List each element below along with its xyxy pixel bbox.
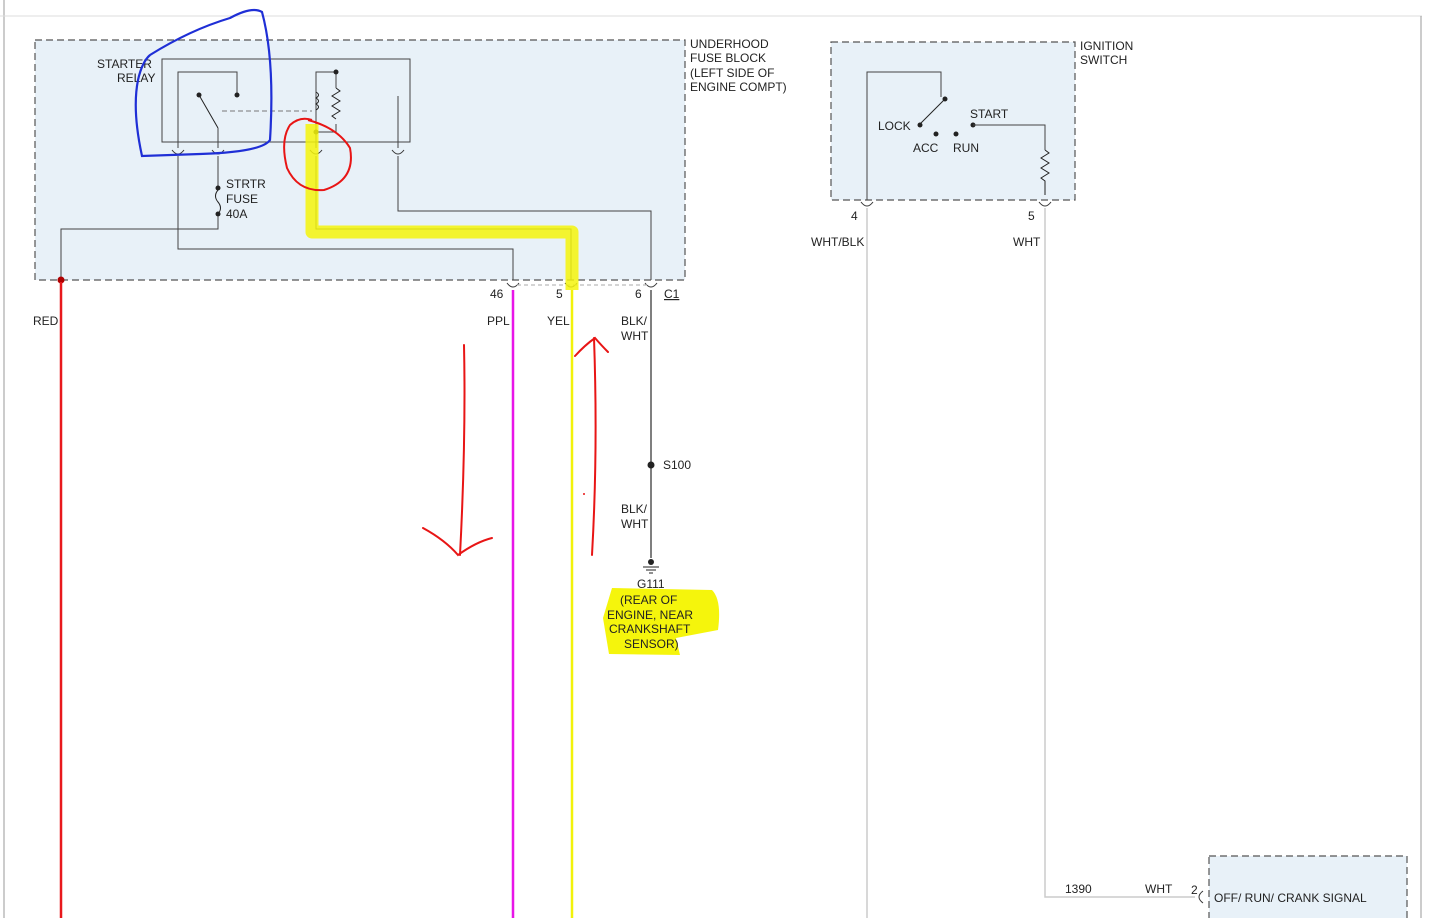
fuse-label-2: FUSE — [226, 192, 258, 206]
red-dot-annotation — [583, 493, 585, 495]
ignition-switch-title-2: SWITCH — [1080, 53, 1127, 67]
pin-46-label: 46 — [490, 287, 504, 301]
fuse-block-title-2: FUSE BLOCK — [690, 51, 766, 65]
starter-fuse — [60, 156, 221, 280]
position-run-label: RUN — [953, 141, 979, 155]
pin-6-label: 6 — [635, 287, 642, 301]
internal-wire-ppl — [177, 156, 514, 280]
splice-s100-dot — [647, 461, 655, 469]
pin-46-terminal — [506, 282, 520, 288]
ignition-switch-box — [830, 41, 1076, 201]
position-acc-label: ACC — [913, 141, 939, 155]
yel-wire-label: YEL — [547, 314, 570, 328]
splice-s100-label: S100 — [663, 458, 691, 472]
wht-wire — [1044, 208, 1195, 898]
off-run-crank-box — [1208, 855, 1408, 918]
off-run-pin-label: 2 — [1191, 883, 1198, 897]
ign-pin-4-terminal — [860, 201, 874, 207]
ignition-switch-title-1: IGNITION — [1080, 39, 1133, 53]
starter-relay-label-2: RELAY — [117, 71, 155, 85]
circuit-1390-label: 1390 — [1065, 882, 1092, 896]
starter-relay-outline — [161, 58, 411, 143]
ign-pin-4-label: 4 — [851, 209, 858, 223]
position-lock-label: LOCK — [878, 119, 911, 133]
red-arrow-down-annotation — [422, 344, 493, 557]
red-wire-label: RED — [33, 314, 59, 328]
ground-location-3: CRANKSHAFT — [609, 622, 691, 636]
blk-wht-label-1b: WHT — [621, 329, 649, 343]
ppl-wire-label: PPL — [487, 314, 510, 328]
fuse-label-3: 40A — [226, 207, 247, 221]
connector-c1-label: C1 — [664, 287, 680, 301]
internal-wire-blk-wht — [397, 156, 652, 280]
starter-relay-label-1: STARTER — [97, 57, 152, 71]
fuse-block-title-4: ENGINE COMPT) — [690, 80, 787, 94]
ground-location-1: (REAR OF — [620, 593, 677, 607]
relay-terminal-4 — [391, 149, 405, 155]
ground-g111-symbol — [643, 559, 659, 574]
blk-wht-label-2b: WHT — [621, 517, 649, 531]
wht-wire-label: WHT — [1013, 235, 1041, 249]
off-run-crank-label: OFF/ RUN/ CRANK SIGNAL — [1214, 891, 1367, 905]
ground-highlight — [603, 588, 720, 655]
ignition-switch-contacts — [866, 71, 1050, 200]
relay-switch-contacts — [177, 71, 312, 148]
fuse-block-title-3: (LEFT SIDE OF — [690, 66, 774, 80]
ground-id-label: G111 — [637, 577, 665, 591]
off-run-pin-terminal — [1198, 890, 1204, 904]
blk-wht-label-2a: BLK/ — [621, 502, 648, 516]
fuse-label-1: STRTR — [226, 177, 266, 191]
blue-circle-annotation — [134, 8, 273, 158]
yellow-highlight-path — [305, 124, 579, 290]
red-wire-splice-dot — [57, 276, 65, 284]
ground-location-4: SENSOR) — [624, 637, 679, 651]
pin-6-terminal — [644, 282, 658, 288]
blk-wht-label-1a: BLK/ — [621, 314, 648, 328]
pin-5-label: 5 — [556, 287, 563, 301]
position-start-label: START — [970, 107, 1009, 121]
ground-location-2: ENGINE, NEAR — [607, 608, 693, 622]
wht-blk-wire-label: WHT/BLK — [811, 235, 864, 249]
wht-bottom-label: WHT — [1145, 882, 1173, 896]
fuse-block-title-1: UNDERHOOD — [690, 37, 769, 51]
red-circle-annotation — [283, 117, 352, 192]
ign-pin-5-label: 5 — [1028, 209, 1035, 223]
ign-pin-5-terminal — [1038, 201, 1052, 207]
red-arrow-up-annotation — [574, 336, 609, 556]
